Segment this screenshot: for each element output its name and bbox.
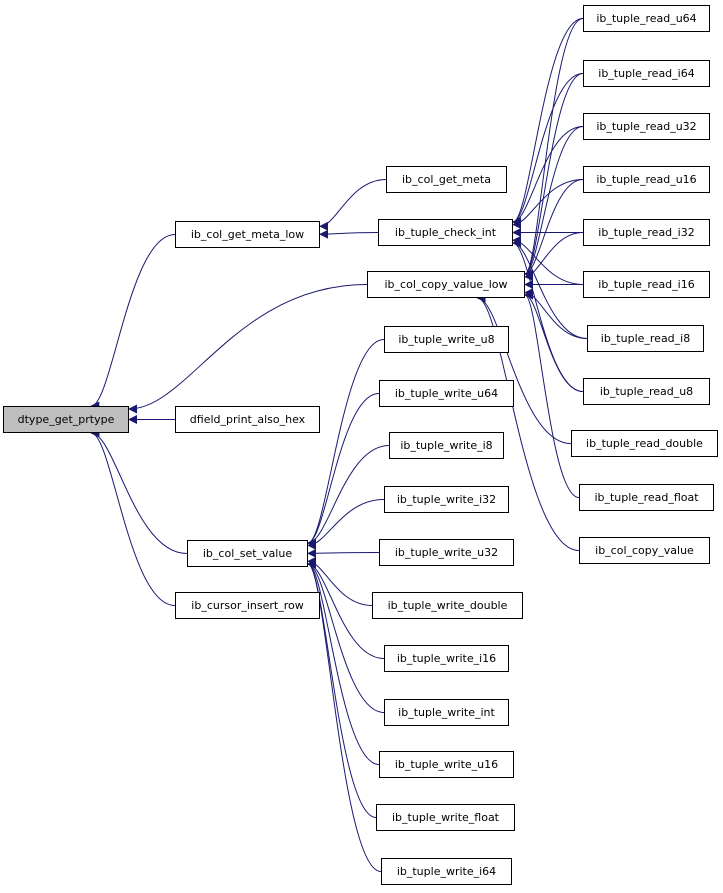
edge-ib_tuple_read_u64-to-ib_tuple_check_int (512, 18, 584, 227)
edge-ib_tuple_write_u64-to-ib_col_set_value (307, 393, 380, 548)
node-dfield_print_also_hex[interactable]: dfield_print_also_hex (175, 406, 320, 433)
node-ib_tuple_read_i32[interactable]: ib_tuple_read_i32 (583, 219, 710, 246)
edge-ib_tuple_write_u8-to-ib_col_set_value (307, 339, 385, 548)
node-ib_tuple_read_u32[interactable]: ib_tuple_read_u32 (583, 113, 710, 140)
node-ib_tuple_write_double[interactable]: ib_tuple_write_double (372, 592, 523, 619)
edge-ib_tuple_read_i32-to-ib_col_copy_value_low (524, 232, 584, 282)
node-ib_tuple_write_int[interactable]: ib_tuple_write_int (384, 699, 509, 726)
node-ib_tuple_read_i16[interactable]: ib_tuple_read_i16 (583, 271, 710, 298)
edge-ib_tuple_read_i64-to-ib_tuple_check_int (512, 73, 584, 227)
node-dtype_get_prtype[interactable]: dtype_get_prtype (3, 406, 129, 433)
edge-ib_tuple_read_u16-to-ib_col_copy_value_low (524, 179, 584, 279)
node-ib_col_set_value[interactable]: ib_col_set_value (187, 540, 308, 567)
node-ib_tuple_read_u64[interactable]: ib_tuple_read_u64 (583, 5, 710, 32)
edge-ib_tuple_write_u32-to-ib_col_set_value (307, 548, 380, 558)
node-ib_tuple_write_i16[interactable]: ib_tuple_write_i16 (384, 645, 509, 672)
edge-ib_tuple_read_float-to-ib_col_copy_value_low (524, 290, 580, 498)
edge-ib_tuple_read_i8-to-ib_col_copy_value_low (524, 288, 588, 339)
edges (90, 18, 588, 872)
node-ib_tuple_read_u8[interactable]: ib_tuple_read_u8 (583, 378, 710, 405)
node-ib_tuple_read_i64[interactable]: ib_tuple_read_i64 (583, 60, 710, 87)
edge-ib_tuple_read_u8-to-ib_tuple_check_int (512, 238, 584, 392)
node-ib_col_get_meta_low[interactable]: ib_col_get_meta_low (175, 221, 320, 248)
node-ib_tuple_write_u8[interactable]: ib_tuple_write_u8 (384, 326, 509, 353)
node-ib_tuple_read_float[interactable]: ib_tuple_read_float (579, 484, 714, 511)
edge-ib_tuple_read_u32-to-ib_col_copy_value_low (524, 126, 584, 279)
edge-ib_col_copy_value-to-ib_col_copy_value_low (476, 293, 580, 551)
edge-ib_tuple_write_i64-to-ib_col_set_value (307, 559, 382, 872)
edge-ib_tuple_write_u16-to-ib_col_set_value (307, 559, 380, 765)
edge-ib_tuple_check_int-to-ib_col_get_meta_low (319, 229, 379, 239)
edge-ib_tuple_write_i8-to-ib_col_set_value (307, 445, 390, 548)
node-ib_tuple_write_float[interactable]: ib_tuple_write_float (376, 804, 515, 831)
node-ib_tuple_read_double[interactable]: ib_tuple_read_double (571, 430, 718, 457)
node-ib_tuple_write_u16[interactable]: ib_tuple_write_u16 (379, 751, 514, 778)
node-ib_tuple_write_u32[interactable]: ib_tuple_write_u32 (379, 539, 514, 566)
node-ib_tuple_write_u64[interactable]: ib_tuple_write_u64 (379, 380, 514, 407)
node-ib_tuple_write_i64[interactable]: ib_tuple_write_i64 (381, 858, 512, 885)
node-ib_cursor_insert_row[interactable]: ib_cursor_insert_row (175, 592, 320, 619)
node-ib_tuple_read_i8[interactable]: ib_tuple_read_i8 (587, 325, 704, 352)
node-ib_col_get_meta[interactable]: ib_col_get_meta (386, 166, 507, 193)
edge-ib_tuple_write_i32-to-ib_col_set_value (307, 499, 385, 550)
edge-ib_tuple_read_i64-to-ib_col_copy_value_low (524, 73, 584, 279)
edge-ib_col_copy_value_low-to-dtype_get_prtype (128, 284, 368, 414)
edge-ib_col_set_value-to-dtype_get_prtype (90, 428, 188, 554)
node-ib_col_copy_value_low[interactable]: ib_col_copy_value_low (367, 271, 525, 298)
node-ib_tuple_write_i8[interactable]: ib_tuple_write_i8 (389, 432, 504, 459)
edge-ib_tuple_read_u32-to-ib_tuple_check_int (512, 126, 584, 227)
node-ib_col_copy_value[interactable]: ib_col_copy_value (579, 537, 710, 564)
edge-ib_tuple_read_u64-to-ib_col_copy_value_low (524, 18, 584, 279)
edge-ib_tuple_write_int-to-ib_col_set_value (307, 559, 385, 713)
node-ib_tuple_read_u16[interactable]: ib_tuple_read_u16 (583, 166, 710, 193)
edge-ib_col_get_meta_low-to-dtype_get_prtype (90, 234, 176, 411)
edge-ib_col_get_meta-to-ib_col_get_meta_low (319, 179, 387, 231)
node-ib_tuple_check_int[interactable]: ib_tuple_check_int (378, 219, 513, 246)
edge-ib_tuple_read_u8-to-ib_col_copy_value_low (524, 290, 584, 392)
node-ib_tuple_write_i32[interactable]: ib_tuple_write_i32 (384, 486, 509, 513)
edge-ib_cursor_insert_row-to-dtype_get_prtype (90, 428, 176, 606)
